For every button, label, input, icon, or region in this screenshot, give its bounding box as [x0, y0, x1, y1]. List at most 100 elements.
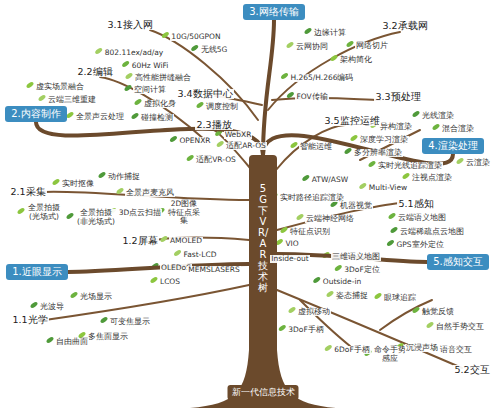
leaf-label: 光场显示 [79, 293, 113, 302]
leaf-label: 自由曲面 [55, 338, 89, 347]
leaf [52, 178, 61, 186]
leaf-label: 特征点识别 [289, 228, 331, 237]
leaf-label: 全景声麦克风 [125, 189, 175, 198]
leaf [70, 291, 79, 299]
leaf-label: 语音交互 [439, 346, 473, 355]
leaf-label: 云渲染 [465, 159, 491, 168]
leaf-label: 全景拍摄 (非光场式) [75, 209, 117, 226]
leaf-label: GPS室外定位 [395, 241, 444, 250]
leaf-label: 全景拍摄 (光场式) [26, 204, 62, 221]
leaf-label: VIO [284, 240, 299, 249]
section-label: 3.4数据中心 [176, 89, 233, 100]
leaf [374, 292, 383, 300]
branch-line [276, 125, 345, 170]
category-text: 4.渲染处理 [428, 140, 478, 151]
leaf-label: 云端语义地图 [397, 214, 447, 223]
leaf-label: 云端三维重建 [47, 96, 97, 105]
leaf-label: 适配AR-OS [225, 142, 267, 151]
category-text: 2.内容制作 [11, 108, 61, 119]
leaf [296, 213, 305, 221]
leaf [278, 324, 287, 332]
branch-line [45, 285, 249, 320]
leaf-label: 60Hz WiFi [131, 62, 170, 71]
leaf [190, 44, 199, 52]
leaf-label: 多分辨率渲染 [353, 149, 403, 158]
leaf [280, 226, 289, 234]
leaf [326, 290, 335, 298]
leaf [286, 91, 295, 99]
leaf-label: 802.11ex/ad/ay [104, 49, 165, 58]
section-label: 2.3播放 [195, 120, 232, 131]
section-label: 5.1感知 [397, 199, 434, 210]
leaf [17, 207, 26, 215]
section-label: 3.5监控运维 [323, 116, 380, 127]
leaf-label: 适配VR-OS [195, 156, 237, 165]
leaf-label: 光波导 [39, 303, 65, 312]
leaf-label: MEMSLASERS [187, 266, 240, 275]
leaf-label: 动作捕捉 [107, 173, 141, 182]
leaf [344, 147, 353, 155]
leaf [386, 239, 395, 247]
category-box: 5.感知交互 [427, 254, 489, 270]
category-box: 3.网络传输 [243, 4, 305, 20]
trunk: 5G下VR/AR技术树新一代信息技术 [249, 155, 277, 385]
leaf-label: 沉浸声场 [405, 344, 439, 353]
leaf [159, 235, 168, 243]
leaf-label: 3DoF手柄 [287, 326, 324, 335]
leaf [388, 212, 397, 220]
leaf [94, 47, 103, 55]
main-branch [263, 20, 274, 155]
leaf-label: 虚实场景融合 [35, 83, 85, 92]
leaf [161, 31, 170, 39]
leaf-label: 虚拟移动 [297, 308, 331, 317]
leaf-label: 10G/50GPON [170, 33, 221, 42]
section-label: 2.2编辑 [76, 67, 113, 78]
leaf [169, 135, 178, 143]
leaf-label: 自然手势交互 [435, 323, 485, 332]
leaf-label: 边缘计算 [313, 29, 347, 38]
leaf [196, 101, 205, 109]
leaf-label: 实时光线追踪渲染 [377, 162, 443, 171]
category-box: 1.近眼显示 [6, 264, 68, 280]
leaf-label: OPENXR [178, 137, 211, 146]
leaf-label: 云网协同 [295, 43, 329, 52]
category-text: 1.近眼显示 [12, 266, 62, 277]
leaf [125, 72, 134, 80]
leaf-label: 多焦面显示 [87, 333, 129, 342]
leaf [330, 54, 339, 62]
leaf-label: 可变焦显示 [109, 318, 151, 327]
leaf-label: 无线5G [200, 46, 229, 55]
leaf-label: Outside-in [322, 278, 363, 287]
leaf [30, 301, 39, 309]
category-box: 4.渲染处理 [422, 138, 484, 154]
leaf-label: 网络切片 [355, 42, 389, 51]
leaf-label: Multi-View [368, 184, 408, 193]
leaf [324, 344, 333, 352]
leaf [412, 306, 421, 314]
leaf-label: 架构简化 [339, 56, 373, 65]
section-label: 3.3预处理 [374, 92, 421, 103]
leaf-label: Inside-out [270, 255, 309, 264]
leaf-label: 姿态捕捉 [335, 292, 369, 301]
leaf [46, 336, 55, 344]
leaf-label: 6DoF手柄 [333, 346, 370, 355]
leaf [390, 226, 399, 234]
leaf-label: ATW/ASW [311, 176, 349, 185]
leaf-label: 智能运维 [299, 143, 333, 152]
leaf-label: 3D点云扫描 [118, 209, 163, 218]
leaf-label: 眼球追踪 [383, 294, 417, 303]
leaf-label: 全景声云处理 [75, 113, 125, 122]
leaf [38, 94, 47, 102]
section-label: 3.1接入网 [106, 20, 153, 31]
leaf [216, 140, 225, 148]
leaf [402, 172, 411, 180]
leaf [116, 187, 125, 195]
leaf-label: 云端稀疏点云地图 [399, 228, 465, 237]
leaf-label: LCOS [159, 278, 181, 287]
leaf-label: 实时路径追踪渲染 [279, 194, 345, 203]
leaf-label: 命令手势 感应 [373, 346, 407, 363]
leaf-label: WebXR [224, 131, 253, 140]
leaf [432, 123, 441, 131]
leaf-label: 虚拟化身 [143, 100, 177, 109]
category-text: 3.网络传输 [249, 6, 299, 17]
